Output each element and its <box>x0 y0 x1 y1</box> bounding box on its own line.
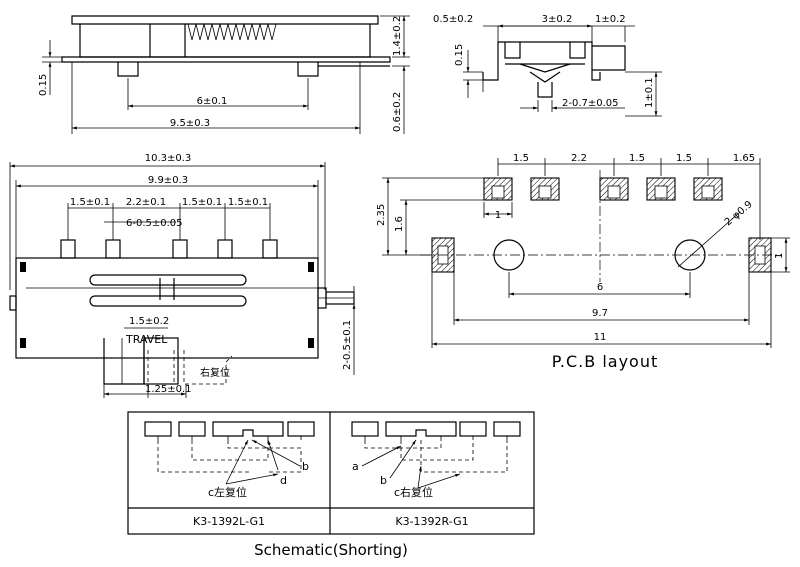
top-body-length: 9.9±0.3 <box>148 175 188 186</box>
travel-label: TRAVEL <box>125 333 168 346</box>
pcb-pitch-1: 1.5 <box>513 153 529 164</box>
end-width: 3±0.2 <box>542 14 573 25</box>
end-left-gap: 0.5±0.2 <box>433 14 473 25</box>
pcb-pad-width: 1 <box>495 210 501 221</box>
pcb-span-3: 11 <box>594 332 607 343</box>
side-body-length: 9.5±0.3 <box>170 118 210 129</box>
pcb-span-2: 9.7 <box>592 308 608 319</box>
end-thickness: 0.15 <box>454 44 465 66</box>
pcb-height-1: 2.35 <box>376 204 387 226</box>
pcb-pitch-5: 1.65 <box>733 153 755 164</box>
pcb-hole-size: 2-φ0.9 <box>723 199 755 228</box>
right-pin-dimension: 2-0.5±0.1 <box>342 320 353 370</box>
top-view: 10.3±0.3 9.9±0.3 1.5±0.1 2.2±0.1 1.5±0.1… <box>9 153 356 398</box>
right-part-number: K3-1392R-G1 <box>395 515 468 528</box>
side-view: 9.5±0.3 6±0.1 0.15 1.4±0.2 0.6±0.2 <box>38 15 410 134</box>
pcb-right-height: 1 <box>774 253 785 259</box>
top-pitch-1: 1.5±0.1 <box>70 197 110 208</box>
end-lever-width: 2-0.7±0.05 <box>562 98 619 109</box>
top-pitch-2: 2.2±0.1 <box>126 197 166 208</box>
left-label-c: c左复位 <box>208 485 247 499</box>
top-pin-width: 6-0.5±0.05 <box>126 218 183 229</box>
bottom-offset: 1.25±0.1 <box>145 384 192 395</box>
right-label-b: b <box>380 474 387 487</box>
top-overall-length: 10.3±0.3 <box>145 153 192 164</box>
pcb-height-2: 1.6 <box>394 216 405 232</box>
travel-dimension: 1.5±0.2 <box>129 316 169 327</box>
pcb-layout: 1.5 2.2 1.5 1.5 1.65 1 2.35 1.6 <box>376 153 790 371</box>
pcb-title: P.C.B layout <box>552 352 658 371</box>
pcb-pitch-2: 2.2 <box>571 153 587 164</box>
left-part-number: K3-1392L-G1 <box>193 515 265 528</box>
side-pin-pitch: 6±0.1 <box>197 96 228 107</box>
side-top-height: 1.4±0.2 <box>392 16 403 56</box>
top-pitch-4: 1.5±0.1 <box>228 197 268 208</box>
pcb-span-1: 6 <box>597 282 603 293</box>
return-label: 右复位 <box>200 366 230 379</box>
right-label-c: c右复位 <box>394 485 433 499</box>
left-label-d: d <box>280 474 287 487</box>
left-label-b: b <box>302 460 309 473</box>
pcb-pitch-3: 1.5 <box>629 153 645 164</box>
top-pitch-3: 1.5±0.1 <box>182 197 222 208</box>
side-pin-height: 0.6±0.2 <box>392 92 403 132</box>
right-label-a: a <box>352 460 359 473</box>
pcb-pitch-4: 1.5 <box>676 153 692 164</box>
side-thickness: 0.15 <box>38 74 49 96</box>
schematic: c左复位 d b K3-1392L-G1 a b c右复位 K3-1392R-G… <box>127 411 535 559</box>
end-height: 1±0.1 <box>644 77 655 108</box>
end-right-width: 1±0.2 <box>595 14 626 25</box>
schematic-title: Schematic(Shorting) <box>254 541 408 559</box>
end-view: 0.5±0.2 3±0.2 1±0.2 0.15 1±0.1 2-0.7±0.0… <box>433 14 662 117</box>
